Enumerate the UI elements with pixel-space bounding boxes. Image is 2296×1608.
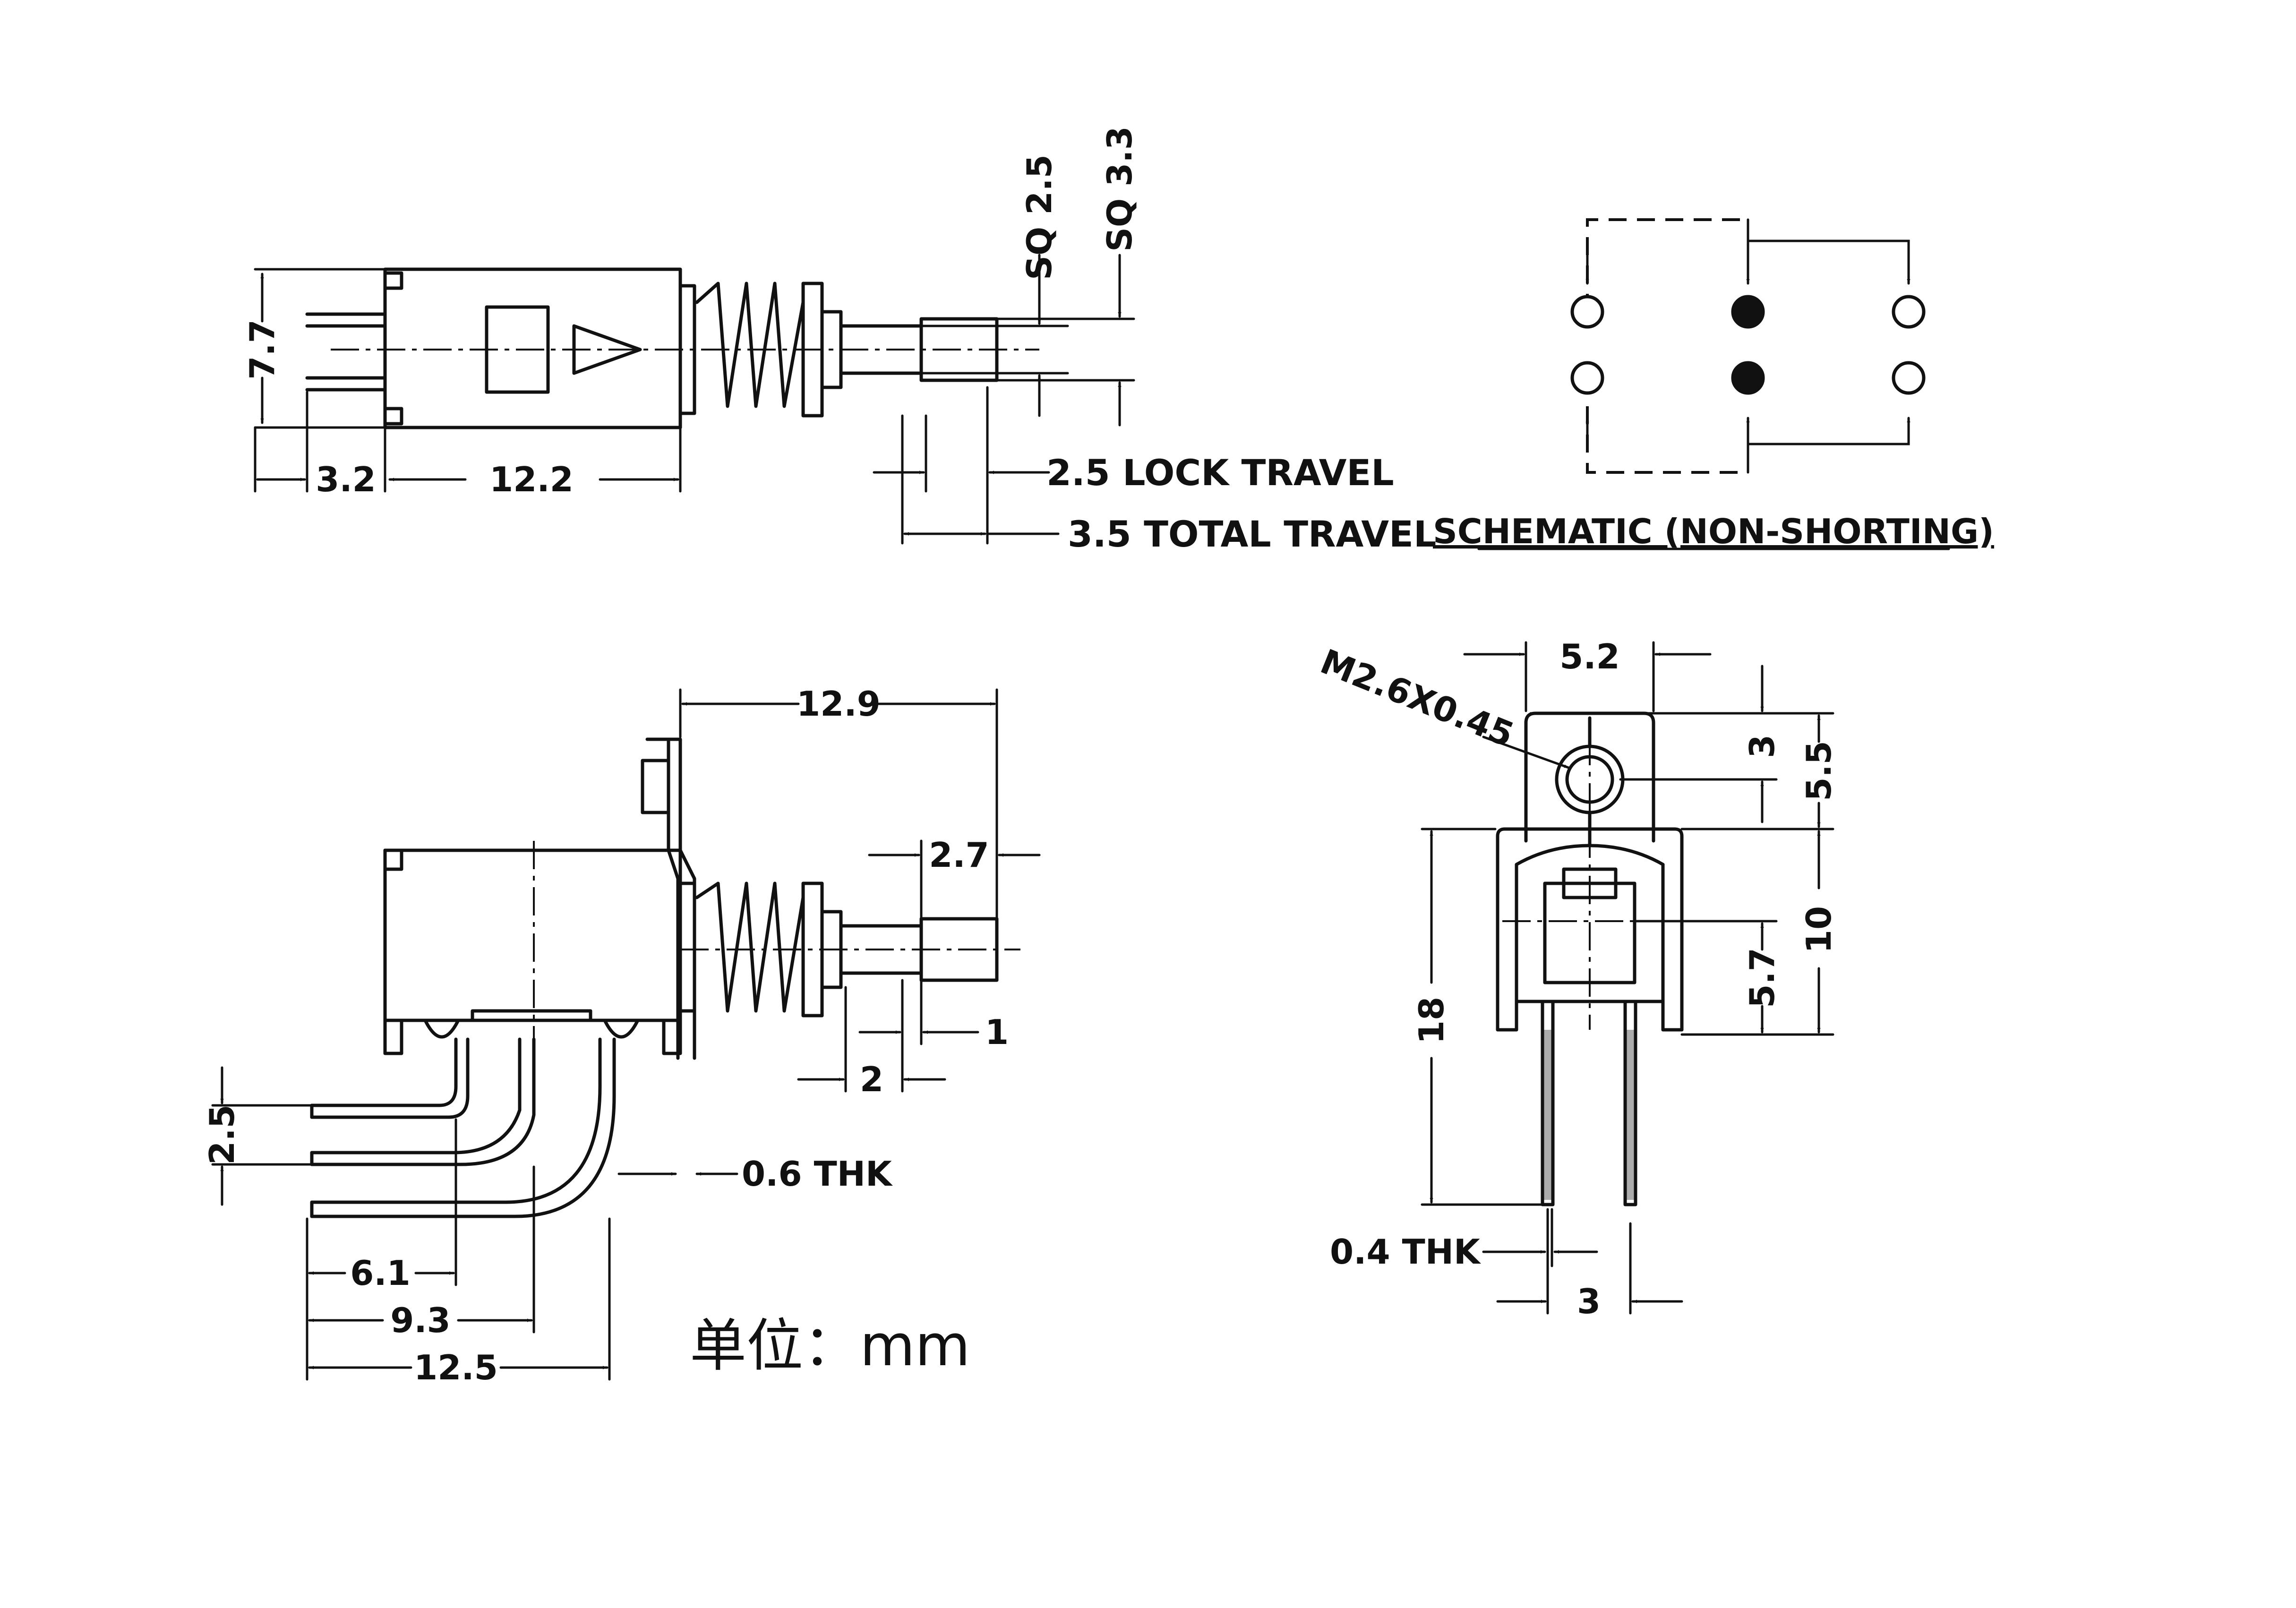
- side-height-label: 7.7: [242, 319, 282, 380]
- ra-bracket-screw: [641, 759, 670, 814]
- ra-spring: [695, 881, 805, 1013]
- side-housing-tab-top: [383, 271, 403, 290]
- schematic-dashed-bottom: [1586, 406, 1748, 474]
- ra-housing: [383, 848, 682, 1022]
- ra-base-step: [471, 1009, 592, 1022]
- front-pin-shade-right: [1627, 1030, 1634, 1200]
- side-spring: [695, 282, 805, 408]
- front-height-label: 18: [1412, 997, 1451, 1044]
- front-view: 5.2 M2.6X0.45 3 5.5 10 5.7 18 0.4 THK: [1315, 637, 1839, 1321]
- front-thread-leader: [1482, 736, 1570, 769]
- ra-bracket-thk-label: 0.6 THK: [742, 1154, 893, 1194]
- side-housing-tab-bottom: [383, 407, 403, 426]
- schematic-contact-nc-bottom: [1570, 361, 1604, 395]
- schematic-contact-no-bottom: [1892, 361, 1926, 395]
- ra-overall-length-label: 12.9: [797, 684, 881, 724]
- ra-peg-left: [423, 1018, 460, 1039]
- ra-pin-3: [310, 1037, 602, 1204]
- schematic-link-top: [1747, 239, 1910, 285]
- ra-flange: [678, 881, 696, 1013]
- side-lock-travel-label: 2.5 LOCK TRAVEL: [1046, 452, 1394, 494]
- side-total-travel-label: 3.5 TOTAL TRAVEL: [1068, 513, 1436, 555]
- front-pin-right: [1623, 1000, 1637, 1206]
- schematic-contact-no-top: [1892, 295, 1926, 329]
- schematic-contact-nc-top: [1570, 295, 1604, 329]
- ra-leg-2-label: 9.3: [390, 1300, 451, 1340]
- front-dim-3-label: 3: [1742, 735, 1782, 758]
- ra-housing-tab: [383, 848, 403, 871]
- front-housing: [1496, 827, 1684, 1032]
- schematic-caption: SCHEMATIC (NON-SHORTING): [1433, 512, 1994, 551]
- front-dim-5-5-label: 5.5: [1799, 741, 1839, 801]
- side-body-length-label: 12.2: [489, 460, 574, 499]
- schematic-dashed-top: [1586, 218, 1748, 312]
- ra-pin-3b: [310, 1037, 616, 1218]
- unit-label: 单位：mm: [690, 1313, 970, 1379]
- ra-foot-left: [383, 1018, 403, 1055]
- ra-peg-right: [603, 1018, 640, 1039]
- front-thread-label: M2.6X0.45: [1315, 641, 1519, 755]
- front-dim-5-7-label: 5.7: [1742, 948, 1782, 1008]
- schematic-contact-common-top: [1731, 295, 1765, 329]
- side-terminal-length-label: 3.2: [316, 460, 376, 499]
- ra-foot-right: [662, 1018, 682, 1055]
- schematic-link-bottom: [1747, 417, 1910, 445]
- front-dim-10-label: 10: [1799, 906, 1839, 953]
- front-pin-thk-label: 0.4 THK: [1330, 1232, 1481, 1272]
- ra-leg-3-label: 12.5: [414, 1348, 498, 1387]
- schematic-contact-common-bottom: [1731, 361, 1765, 395]
- front-pin-shade-left: [1544, 1030, 1551, 1200]
- ra-pin-2b: [310, 1037, 536, 1166]
- front-pin-pitch-label: 3: [1577, 1282, 1601, 1321]
- front-pin-left: [1541, 1000, 1555, 1206]
- right-angle-view: 12.9 2.7 2 1 2.5 0.6 THK 6.1: [202, 684, 1041, 1387]
- side-view: 7.7 3.2 12.2 SQ 2.5 SQ 3.3 2.5 LOCK TRAV…: [242, 126, 1436, 555]
- front-width-label: 5.2: [1559, 637, 1620, 676]
- schematic: SCHEMATIC (NON-SHORTING): [1433, 218, 1994, 551]
- ra-dim-1-label: 1: [985, 1012, 1009, 1052]
- ra-pin-pitch-label: 2.5: [202, 1104, 242, 1165]
- ra-pin-1b: [310, 1037, 470, 1119]
- ra-plunger-length-label: 2.7: [929, 835, 989, 875]
- side-sq-large-label: SQ 3.3: [1100, 126, 1139, 252]
- ra-pin-1: [310, 1037, 458, 1107]
- ra-leg-1-label: 6.1: [350, 1253, 411, 1293]
- ra-pin-2: [310, 1037, 522, 1155]
- side-sq-small-label: SQ 2.5: [1019, 154, 1059, 280]
- ra-dim-2-label: 2: [860, 1060, 883, 1099]
